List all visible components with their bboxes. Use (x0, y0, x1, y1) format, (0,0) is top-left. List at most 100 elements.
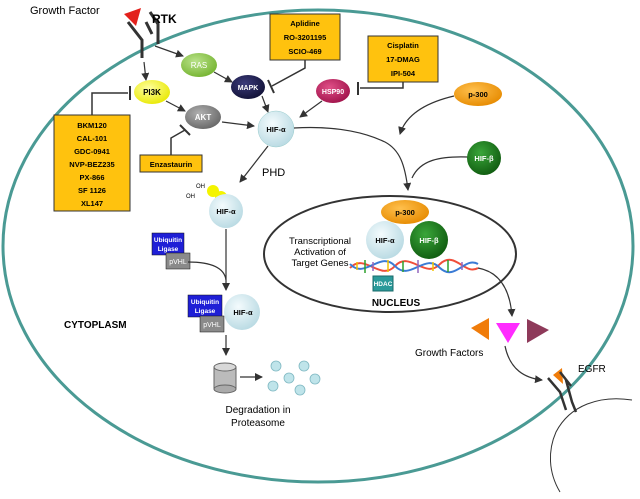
svg-text:Ubiquitin: Ubiquitin (154, 237, 182, 244)
hsp90-node: HSP90 (316, 79, 350, 103)
inhibit-pi3k (91, 92, 128, 115)
nucleus-membrane (263, 195, 517, 313)
growth-factor-magenta (496, 323, 520, 343)
arrow-p300-nucleus (398, 95, 455, 135)
hif-alpha-node: HIF-α (257, 110, 295, 148)
arrow-ras-mapk (213, 71, 233, 83)
hsp90-inhibitor-box: Cisplatin 17-DMAG IPI-504 (367, 35, 439, 83)
svg-text:OH: OH (186, 194, 195, 200)
transcription-label-1: Transcriptional (289, 236, 351, 247)
svg-text:AKT: AKT (195, 113, 212, 122)
growth-factor-orange (471, 318, 489, 340)
svg-text:17-DMAG: 17-DMAG (386, 55, 420, 64)
svg-text:HIF-β: HIF-β (419, 236, 439, 245)
transcription-label-2: Activation of (294, 247, 346, 258)
hif-beta-node-cytoplasm: HIF-β (467, 141, 501, 175)
arrow-hsp90-hif (299, 100, 323, 118)
egfr-receptor (547, 371, 578, 413)
svg-text:BKM120: BKM120 (77, 121, 107, 130)
svg-text:SF 1126: SF 1126 (78, 186, 106, 195)
arrow-growth-factors-egfr (504, 345, 543, 384)
nucleus-label: NUCLEUS (372, 298, 421, 309)
arrow-nucleus-growth-factors (477, 267, 516, 317)
svg-text:Ligase: Ligase (195, 308, 216, 315)
svg-text:MAPK: MAPK (238, 85, 259, 92)
svg-text:HSP90: HSP90 (322, 89, 344, 96)
arrow-hif-phd (239, 145, 269, 183)
svg-text:PX-866: PX-866 (79, 173, 104, 182)
svg-text:CAL-101: CAL-101 (77, 134, 107, 143)
degradation-label-2: Proteasome (231, 418, 285, 429)
svg-text:Cisplatin: Cisplatin (387, 41, 419, 50)
svg-text:OH: OH (196, 184, 205, 190)
pvhl-1: pVHL (165, 252, 191, 270)
inhibit-hsp90 (360, 82, 404, 89)
mapk-node: MAPK (231, 75, 265, 99)
inhibit-mapk (271, 60, 306, 87)
p300-node-nucleus: p-300 (381, 200, 429, 224)
cytoplasm-label: CYTOPLASM (64, 320, 127, 331)
rtk-label: RTK (152, 12, 177, 26)
hif-alpha-node-nucleus: HIF-α (366, 221, 404, 259)
egfr-ligand (553, 368, 563, 384)
arrow-rtk-ras (154, 45, 184, 58)
svg-text:Aplidine: Aplidine (290, 19, 320, 28)
svg-text:RAS: RAS (191, 61, 207, 70)
svg-text:SCIO-469: SCIO-469 (288, 47, 321, 56)
ubiquitin-ligase-1: Ubiquitin Ligase (151, 232, 185, 256)
arrow-rtk-pi3k (141, 61, 150, 81)
svg-text:RO-3201195: RO-3201195 (284, 33, 327, 42)
arrow-akt-hif (221, 121, 255, 130)
proteasome (213, 362, 237, 394)
hif-beta-node-nucleus: HIF-β (410, 221, 448, 259)
svg-text:pVHL: pVHL (169, 259, 187, 266)
transcription-label-3: Target Genes (291, 258, 348, 269)
degradation-label-1: Degradation in (225, 405, 290, 416)
svg-text:p-300: p-300 (395, 208, 415, 217)
svg-text:HIF-β: HIF-β (474, 154, 494, 163)
svg-text:Ligase: Ligase (158, 246, 179, 253)
svg-text:p-300: p-300 (468, 90, 488, 99)
arrow-hifbeta-nucleus (411, 156, 469, 179)
growth-factor-purple (527, 319, 549, 343)
egfr-cell-membrane (549, 398, 633, 493)
svg-text:pVHL: pVHL (203, 322, 221, 329)
degraded-fragments (267, 360, 321, 396)
ubiquitin-ligase-2: Ubiquitin Ligase (187, 294, 223, 318)
arrow-hif-nucleus (293, 126, 412, 191)
svg-text:Ubiquitin: Ubiquitin (191, 299, 219, 306)
egfr-label: EGFR (578, 364, 606, 375)
phd-label: PHD (262, 167, 285, 179)
growth-factors-label: Growth Factors (415, 348, 483, 359)
svg-text:IPI-504: IPI-504 (391, 69, 416, 78)
akt-node: AKT (185, 105, 221, 129)
dna-helix (349, 258, 479, 274)
ras-node: RAS (181, 53, 217, 77)
svg-text:HIF-α: HIF-α (233, 308, 253, 317)
svg-text:HIF-α: HIF-α (266, 125, 286, 134)
pi3k-inhibitor-box: BKM120 CAL-101 GDC-0941 NVP-BEZ235 PX-86… (53, 114, 131, 212)
svg-text:XL147: XL147 (81, 199, 103, 208)
hif-alpha-hydroxylated: HIF-α (209, 194, 243, 228)
arrow-pi3k-akt (165, 100, 186, 112)
growth-factor-label: Growth Factor (30, 5, 100, 17)
p300-node-cytoplasm: p-300 (454, 82, 502, 106)
inhibit-akt (170, 129, 186, 155)
hdac-node: HDAC (372, 275, 394, 292)
svg-text:HDAC: HDAC (374, 281, 393, 288)
svg-text:HIF-α: HIF-α (216, 207, 236, 216)
akt-inhibitor-box: Enzastaurin (139, 154, 203, 173)
arrow-mapk-hif (261, 95, 270, 113)
svg-text:NVP-BEZ235: NVP-BEZ235 (69, 160, 114, 169)
pi3k-node: PI3K (134, 80, 170, 104)
svg-text:Enzastaurin: Enzastaurin (150, 160, 193, 169)
svg-text:PI3K: PI3K (143, 88, 161, 97)
growth-factor-triangle (124, 8, 141, 26)
hif-alpha-ubiquitinated: HIF-α (224, 294, 260, 330)
svg-text:GDC-0941: GDC-0941 (74, 147, 110, 156)
mapk-inhibitor-box: Aplidine RO-3201195 SCIO-469 (269, 13, 341, 61)
cell-membrane (1, 8, 635, 484)
svg-text:HIF-α: HIF-α (375, 236, 395, 245)
pvhl-2: pVHL (199, 315, 225, 333)
